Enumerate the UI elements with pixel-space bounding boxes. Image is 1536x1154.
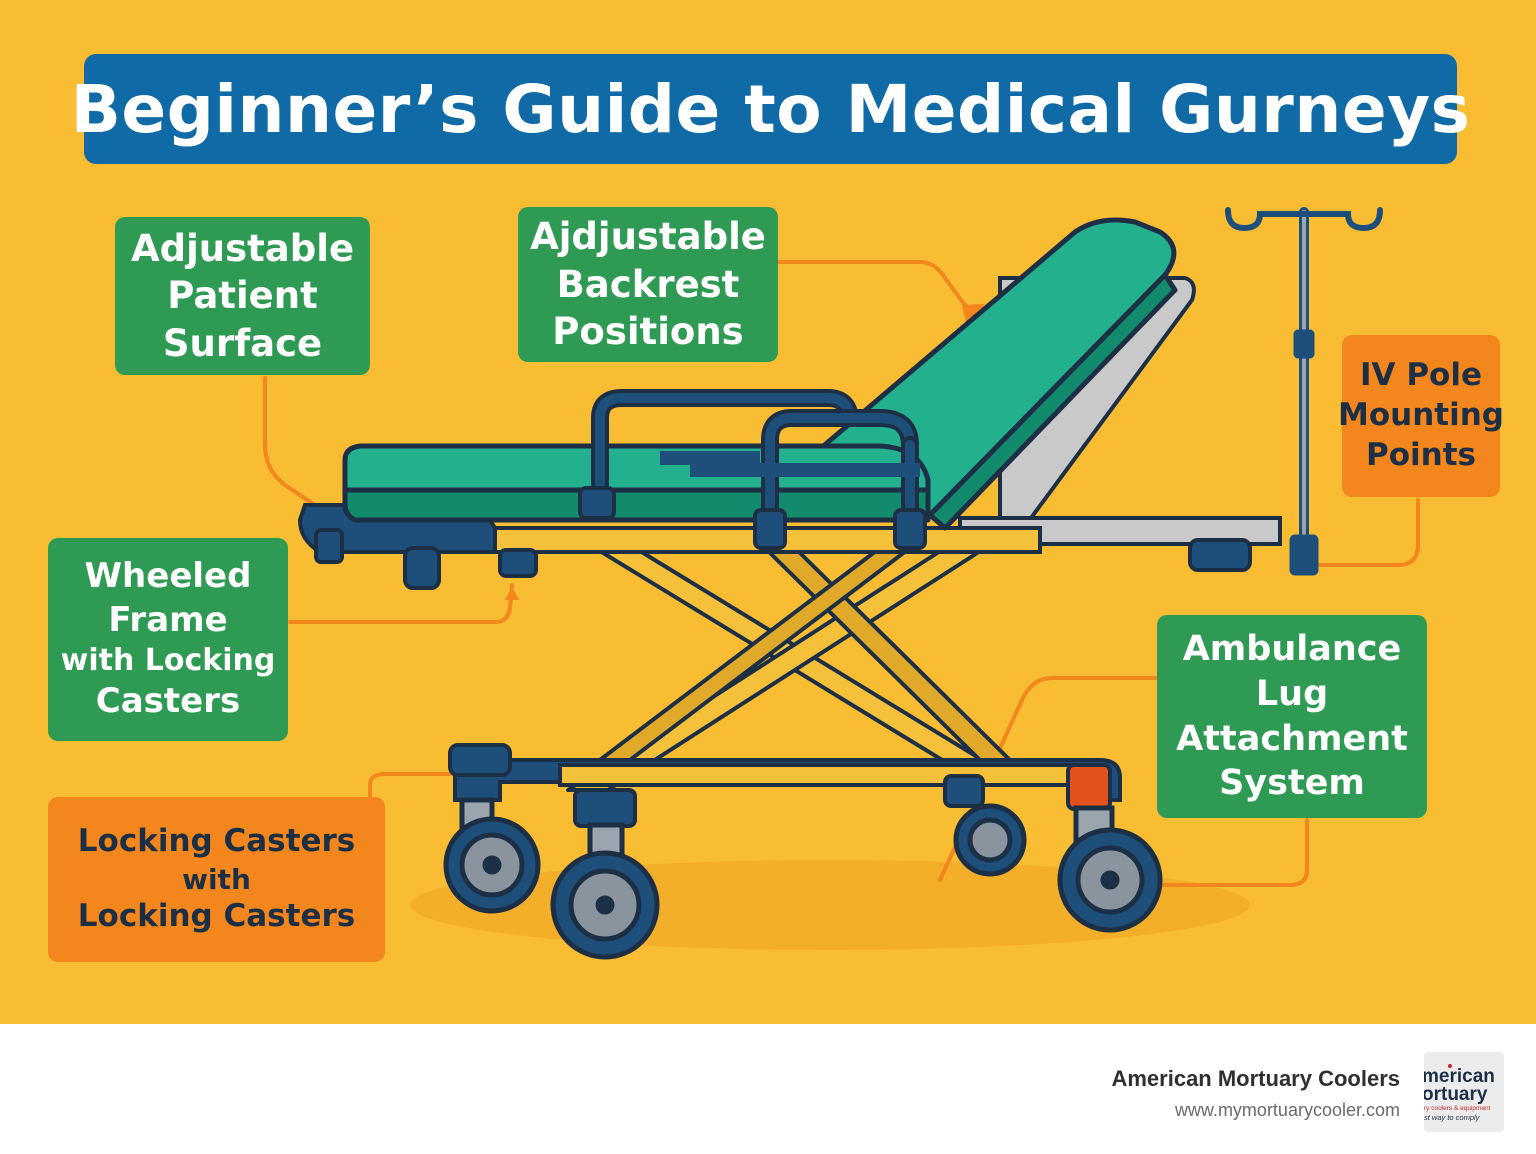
label-line: Locking Casters <box>77 822 356 859</box>
logo-line-1: merican <box>1424 1066 1495 1087</box>
american-mortuary-logo-icon: merican ortuary ry coolers & equipment s… <box>1424 1052 1504 1132</box>
label-line: Adjustable <box>130 226 355 270</box>
label-locking-casters: Locking Casters with Locking Casters <box>48 797 385 962</box>
label-line: System <box>1219 763 1365 804</box>
side-rails <box>591 389 919 534</box>
leader-wheeled-frame <box>288 583 514 624</box>
leader-locking-casters <box>368 772 457 802</box>
leader-ambulance-lug <box>938 676 1159 882</box>
iv-pole <box>1225 207 1383 576</box>
title-banner: Beginner’s Guide to Medical Gurneys <box>71 54 1470 164</box>
label-line: Attachment <box>1176 718 1408 759</box>
leader-backrest <box>776 260 972 314</box>
gurney-illustration <box>263 207 1420 960</box>
label-iv-pole-mounting-points: IV Pole Mounting Points <box>1338 335 1504 497</box>
label-line: Ambulance <box>1182 628 1402 669</box>
label-line: Backrest <box>556 262 740 306</box>
leader-ambulance-lug-bottom <box>1146 818 1309 887</box>
label-line: with <box>182 862 251 896</box>
label-line: Ajdjustable <box>530 215 766 259</box>
label-wheeled-frame: Wheeled Frame with Locking Casters <box>48 538 288 741</box>
leader-lines <box>263 260 1420 887</box>
leader-iv-pole <box>1316 498 1420 567</box>
label-line: Locking Casters <box>77 898 356 935</box>
frame-arrow-tip <box>505 586 519 600</box>
infographic-canvas: Beginner’s Guide to Medical Gurneys Adju… <box>0 0 1536 1024</box>
logo-line-3: ry coolers & equipment <box>1424 1105 1491 1112</box>
label-line: IV Pole <box>1360 357 1482 394</box>
label-line: Casters <box>95 681 241 722</box>
footer: American Mortuary Coolers www.mymortuary… <box>0 1024 1536 1154</box>
label-backrest-positions: Ajdjustable Backrest Positions <box>518 207 778 362</box>
page-title: Beginner’s Guide to Medical Gurneys <box>70 70 1471 148</box>
label-line: Patient <box>167 274 318 318</box>
rail-clamps <box>578 486 927 550</box>
label-line: with Locking <box>60 643 276 679</box>
label-line: Lug <box>1255 673 1329 714</box>
straps <box>660 451 920 477</box>
caster-front-right <box>1057 805 1163 933</box>
logo-line-4: st way to comply <box>1424 1113 1481 1122</box>
logo-line-2: ortuary <box>1424 1084 1488 1105</box>
label-line: Positions <box>552 310 744 354</box>
label-ambulance-lug-attachment: Ambulance Lug Attachment System <box>1157 615 1427 818</box>
brand-url[interactable]: www.mymortuarycooler.com <box>1174 1100 1400 1120</box>
backrest-mattress <box>757 217 1178 531</box>
label-line: Wheeled <box>84 556 252 597</box>
caster-front-left <box>550 822 660 960</box>
casters <box>443 797 1163 960</box>
caster-back-left <box>443 797 541 914</box>
seat-mattress <box>342 443 931 523</box>
lower-frame <box>448 743 1122 828</box>
leader-adjustable-surface <box>263 376 332 517</box>
caster-back-right <box>953 803 1027 877</box>
brand-name: American Mortuary Coolers <box>1111 1066 1400 1091</box>
label-line: Mounting <box>1338 397 1504 434</box>
label-line: Surface <box>162 321 323 365</box>
label-adjustable-patient-surface: Adjustable Patient Surface <box>115 217 370 375</box>
label-line: Points <box>1366 436 1476 473</box>
label-line: Frame <box>108 599 228 640</box>
scissor-legs <box>566 546 1022 792</box>
